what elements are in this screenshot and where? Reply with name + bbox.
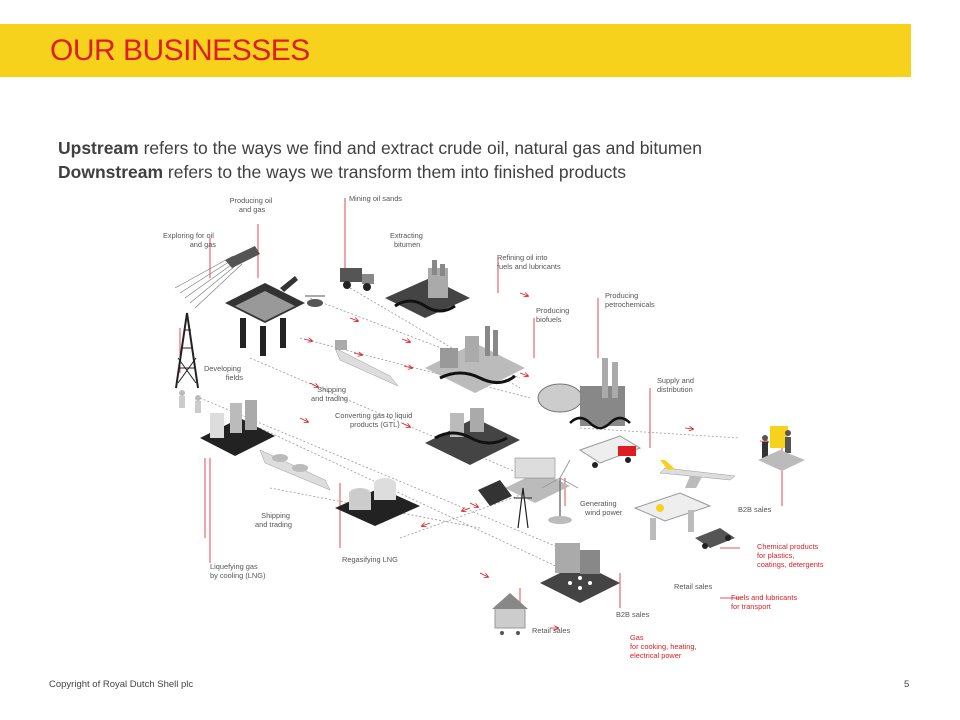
drilling-rig-icon (175, 312, 199, 389)
label-refining: Refining oil into fuels and lubricants (497, 253, 561, 271)
upstream-term: Upstream (58, 138, 139, 158)
page-title: OUR BUSINESSES (50, 34, 310, 67)
label-shipping2: Shipping and trading (255, 511, 292, 529)
label-retail-sales-2: Retail sales (532, 626, 571, 635)
business-people-icon (758, 426, 805, 471)
house-icon (492, 593, 528, 635)
label-gas: Gas for cooking, heating, electrical pow… (630, 633, 699, 660)
retail-station-icon (633, 492, 735, 549)
downstream-definition: refers to the ways we transform them int… (163, 162, 627, 182)
label-b2b-sales-2: B2B sales (616, 610, 650, 619)
label-liquefying: Liquefying gas by cooling (LNG) (210, 562, 265, 580)
diagram-labels: Exploring for oil and gas Producing oil … (163, 194, 824, 660)
label-extracting: Extracting bitumen (390, 231, 425, 249)
regasification-terminal-icon (335, 478, 420, 526)
label-retail-sales-1: Retail sales (674, 582, 713, 591)
title-bar: OUR BUSINESSES (0, 24, 911, 77)
lng-carrier-icon (259, 449, 331, 491)
refinery-icon (425, 326, 525, 393)
biofuels-plant-icon (478, 457, 570, 506)
tanker-truck-icon (578, 435, 642, 468)
seismic-survey-ship-icon (174, 246, 260, 309)
label-b2b-sales-1: B2B sales (738, 505, 772, 514)
power-pylon-icon (514, 487, 532, 529)
power-station-icon (540, 543, 620, 603)
label-chemical-products: Chemical products for plastics, coatings… (757, 542, 824, 569)
lng-plant-icon (200, 400, 275, 456)
value-chain-illustration: Exploring for oil and gas Producing oil … (163, 194, 824, 660)
label-regasifying: Regasifying LNG (342, 555, 398, 564)
helicopter-icon (305, 295, 325, 307)
upstream-definition: refers to the ways we find and extract c… (138, 138, 702, 158)
label-producing-oil: Producing oil and gas (230, 196, 275, 214)
label-petrochemicals: Producing petrochemicals (605, 291, 655, 309)
label-fuels-lubricants: Fuels and lubricants for transport (731, 593, 799, 611)
label-exploring: Exploring for oil and gas (163, 231, 216, 249)
downstream-term: Downstream (58, 162, 164, 182)
upstream-line: Upstream refers to the ways we find and … (58, 136, 702, 160)
label-biofuels: Producing biofuels (536, 306, 571, 324)
copyright-footer: Copyright of Royal Dutch Shell plc (49, 679, 194, 690)
label-developing: Developing fields (204, 364, 243, 382)
offshore-platform-icon (225, 276, 305, 356)
wind-turbine-icon (541, 459, 579, 524)
label-supply: Supply and distribution (657, 376, 696, 394)
page-number: 5 (904, 679, 910, 690)
workers-icon (179, 390, 201, 413)
intro-text: Upstream refers to the ways we find and … (58, 136, 702, 184)
label-shipping1: Shipping and trading (311, 385, 348, 403)
mining-truck-icon (340, 268, 374, 291)
flow-arrows (299, 293, 768, 628)
gtl-plant-icon (425, 408, 520, 465)
label-mining: Mining oil sands (349, 194, 402, 203)
oil-tanker-icon (334, 340, 399, 387)
label-gtl: Converting gas to liquid products (GTL) (335, 411, 414, 429)
bitumen-plant-icon (385, 260, 470, 318)
petrochemical-plant-icon (537, 358, 631, 430)
value-chain-diagram: Exploring for oil and gas Producing oil … (140, 188, 840, 668)
downstream-line: Downstream refers to the ways we transfo… (58, 160, 702, 184)
aircraft-icon (659, 460, 736, 488)
label-wind: Generating wind power (580, 499, 623, 517)
